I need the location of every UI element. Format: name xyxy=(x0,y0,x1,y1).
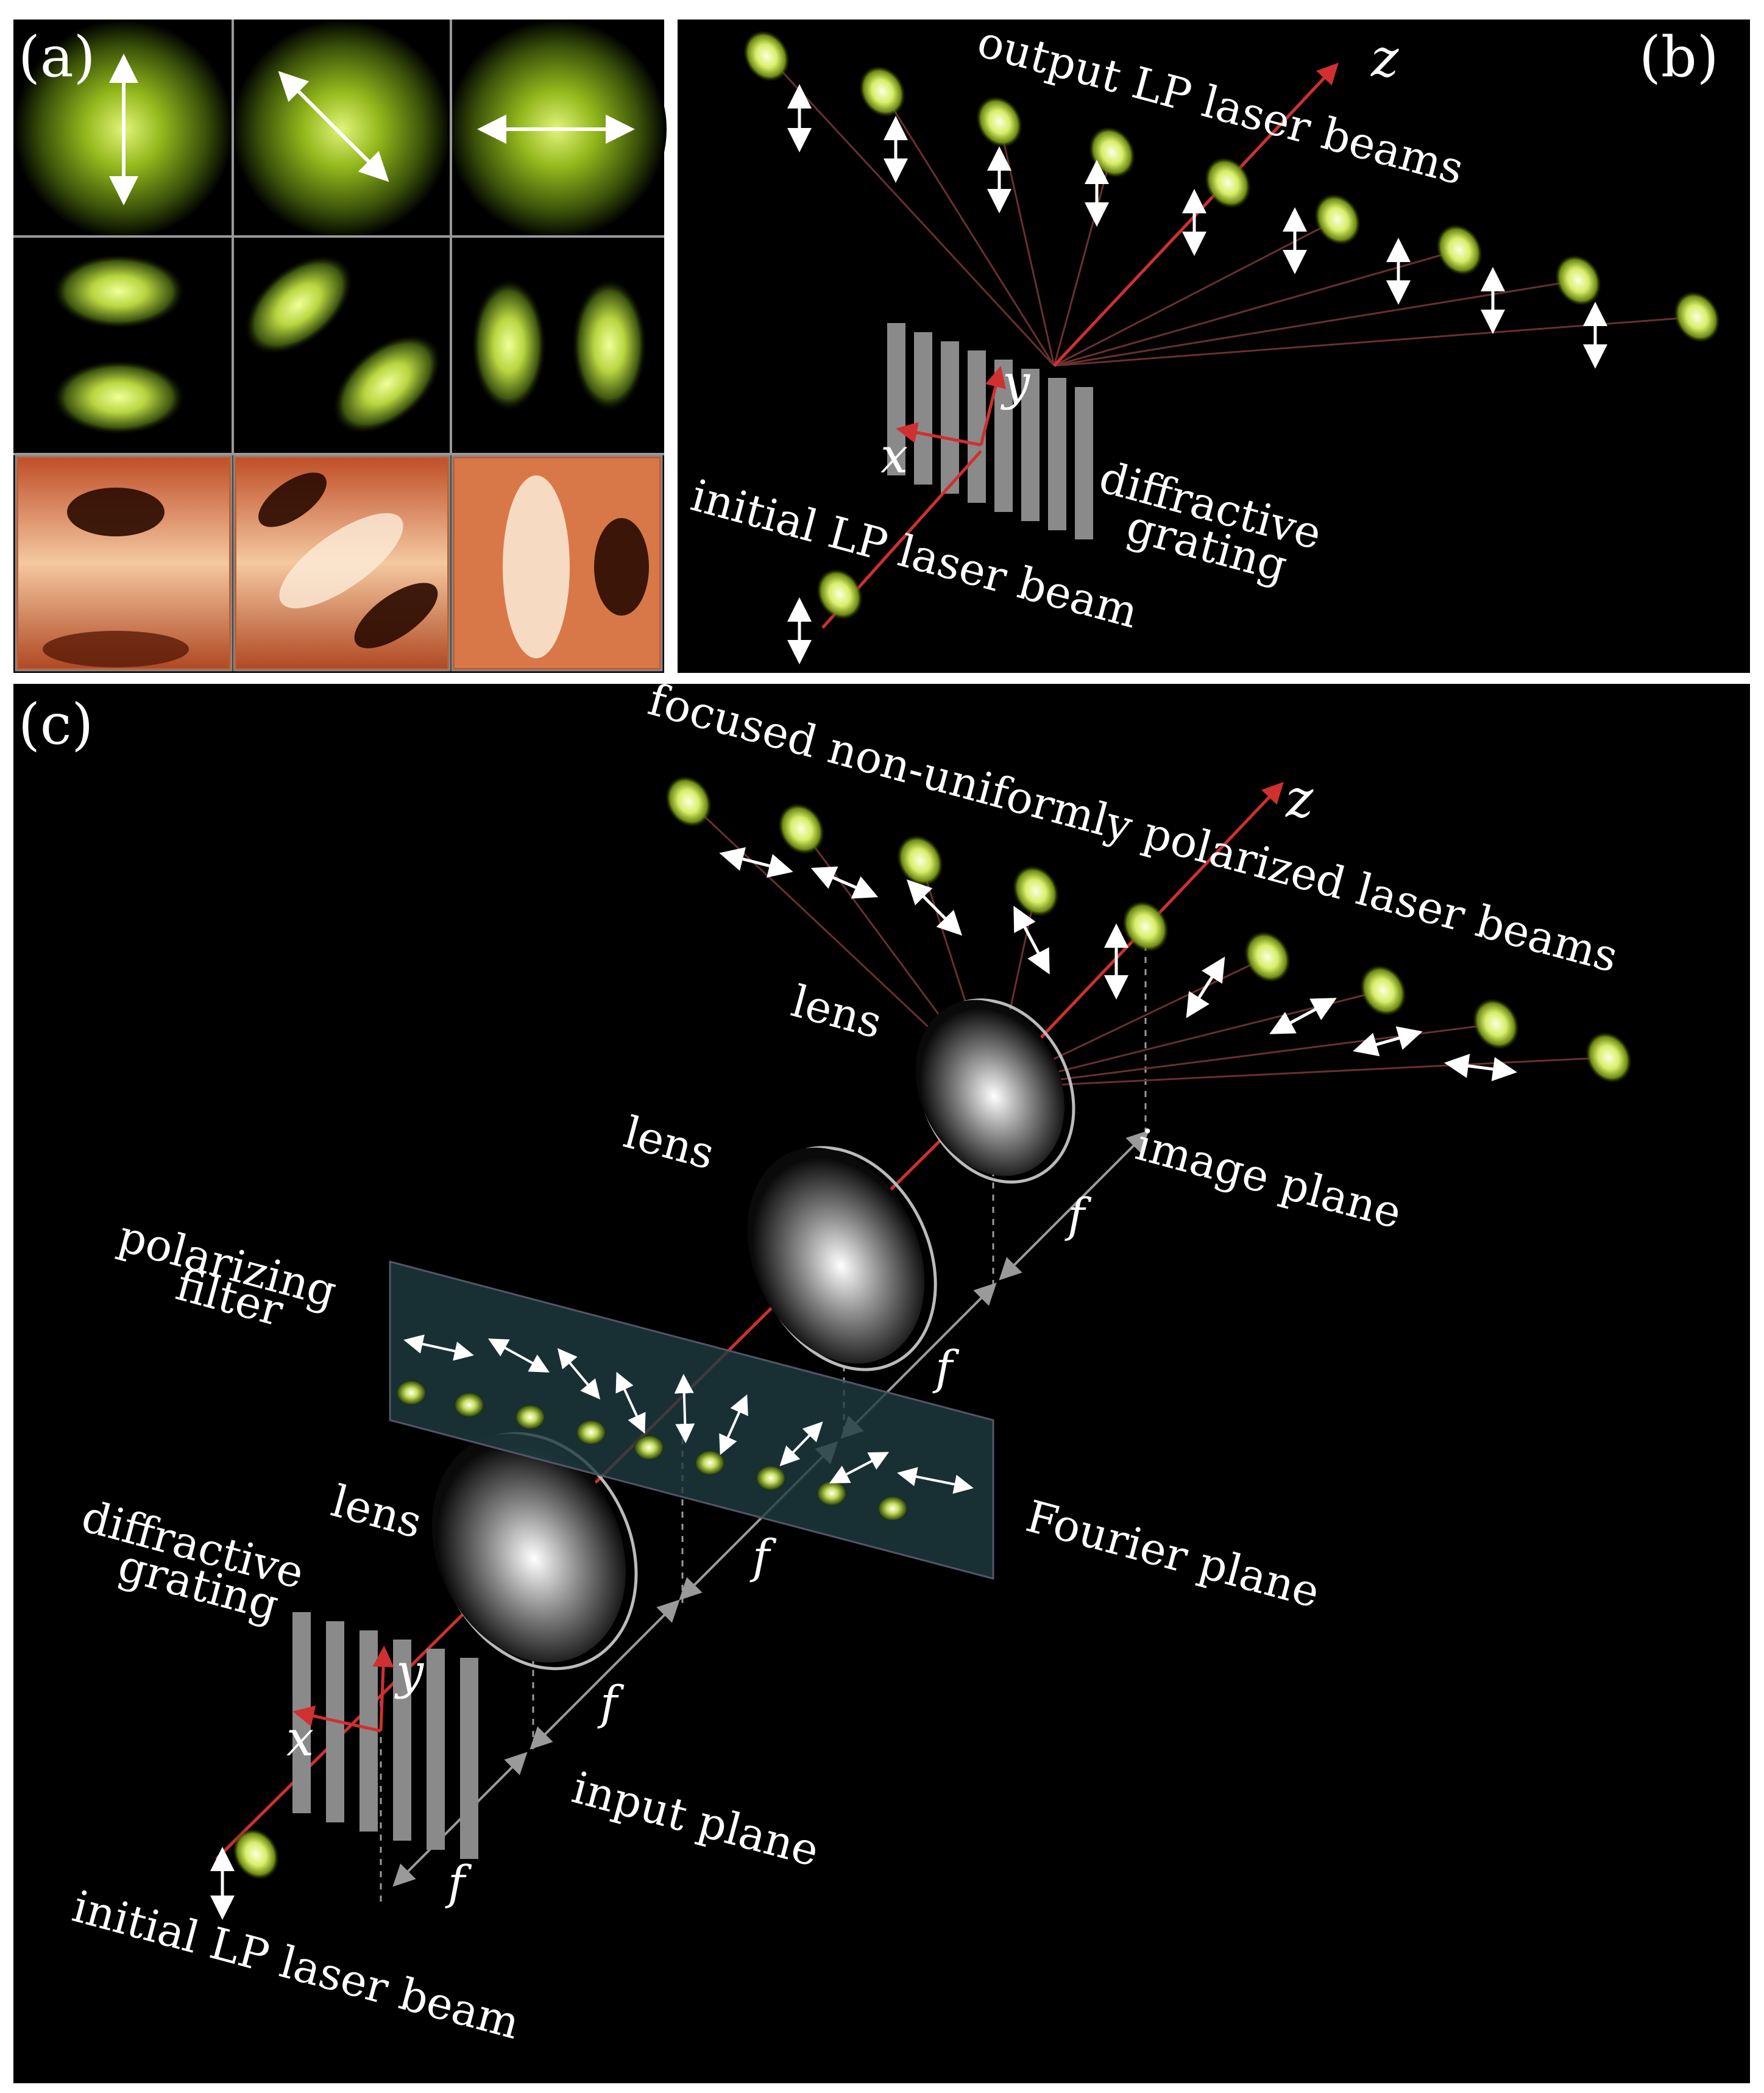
beam-spot xyxy=(1585,1031,1632,1084)
y-axis-label: y xyxy=(394,1643,425,1700)
beam-spot xyxy=(1244,931,1291,983)
beam-spot xyxy=(1122,900,1169,953)
x-axis-label: x xyxy=(880,427,908,484)
mode-row-gaussian xyxy=(14,20,667,239)
beam-spot xyxy=(896,834,944,887)
beam-spot xyxy=(1472,998,1520,1050)
gaussian-mode-diagonal xyxy=(232,20,452,239)
lens-2 xyxy=(747,1146,937,1371)
y-axis-arrow xyxy=(372,1646,394,1732)
beam-spot xyxy=(1359,964,1407,1017)
x-axis-arrow xyxy=(292,1705,381,1733)
mode-row-intensity xyxy=(16,238,662,452)
beam-spot xyxy=(1204,157,1252,209)
x-axis-arrow xyxy=(896,422,982,447)
x-axis-label: x xyxy=(286,1710,314,1767)
beam-spot xyxy=(743,30,790,82)
output-polarization-arrows xyxy=(210,847,1517,1920)
filter-polarization-arrows xyxy=(403,1334,974,1494)
polarization-arrows xyxy=(787,84,1607,664)
y-axis-label: y xyxy=(1001,354,1031,411)
beam-spot xyxy=(778,803,825,855)
output-beam-spots xyxy=(743,30,1721,620)
focused-beam-spots xyxy=(232,775,1632,1880)
beam-spot xyxy=(976,96,1023,148)
beam-spot xyxy=(665,775,712,828)
beam-spot xyxy=(1012,865,1060,917)
beam-spot xyxy=(859,65,906,118)
panel-c: (c) z y x focused non-uniformly polarize… xyxy=(13,673,1750,2083)
initial-beam-spot xyxy=(232,1828,280,1880)
panel-b-background xyxy=(678,20,1750,673)
polarizing-filter xyxy=(389,1260,994,1580)
panel-a-label: (a) xyxy=(18,24,96,90)
panel-b: (b) z y x output LP laser beams diffract… xyxy=(678,15,1750,673)
lens-3 xyxy=(916,998,1075,1184)
panel-a: (a) xyxy=(13,20,667,673)
mode-row-experimental xyxy=(15,455,663,672)
beam-spot xyxy=(1673,291,1721,343)
diffracted-rays xyxy=(767,55,1698,367)
initial-beam-spot xyxy=(816,568,863,620)
panel-b-label: (b) xyxy=(1639,24,1719,90)
polarization-arrow xyxy=(278,71,389,182)
filter-spots xyxy=(397,1381,907,1521)
beam-spot xyxy=(1554,254,1602,307)
z-axis-label: z xyxy=(1370,28,1399,89)
beam-spot xyxy=(1314,193,1361,246)
panel-c-label: (c) xyxy=(18,692,93,757)
diffraction-grating xyxy=(887,323,1093,539)
beam-spot xyxy=(1436,224,1483,276)
y-axis-arrow xyxy=(979,366,1006,446)
z-axis-label: z xyxy=(1285,769,1314,830)
